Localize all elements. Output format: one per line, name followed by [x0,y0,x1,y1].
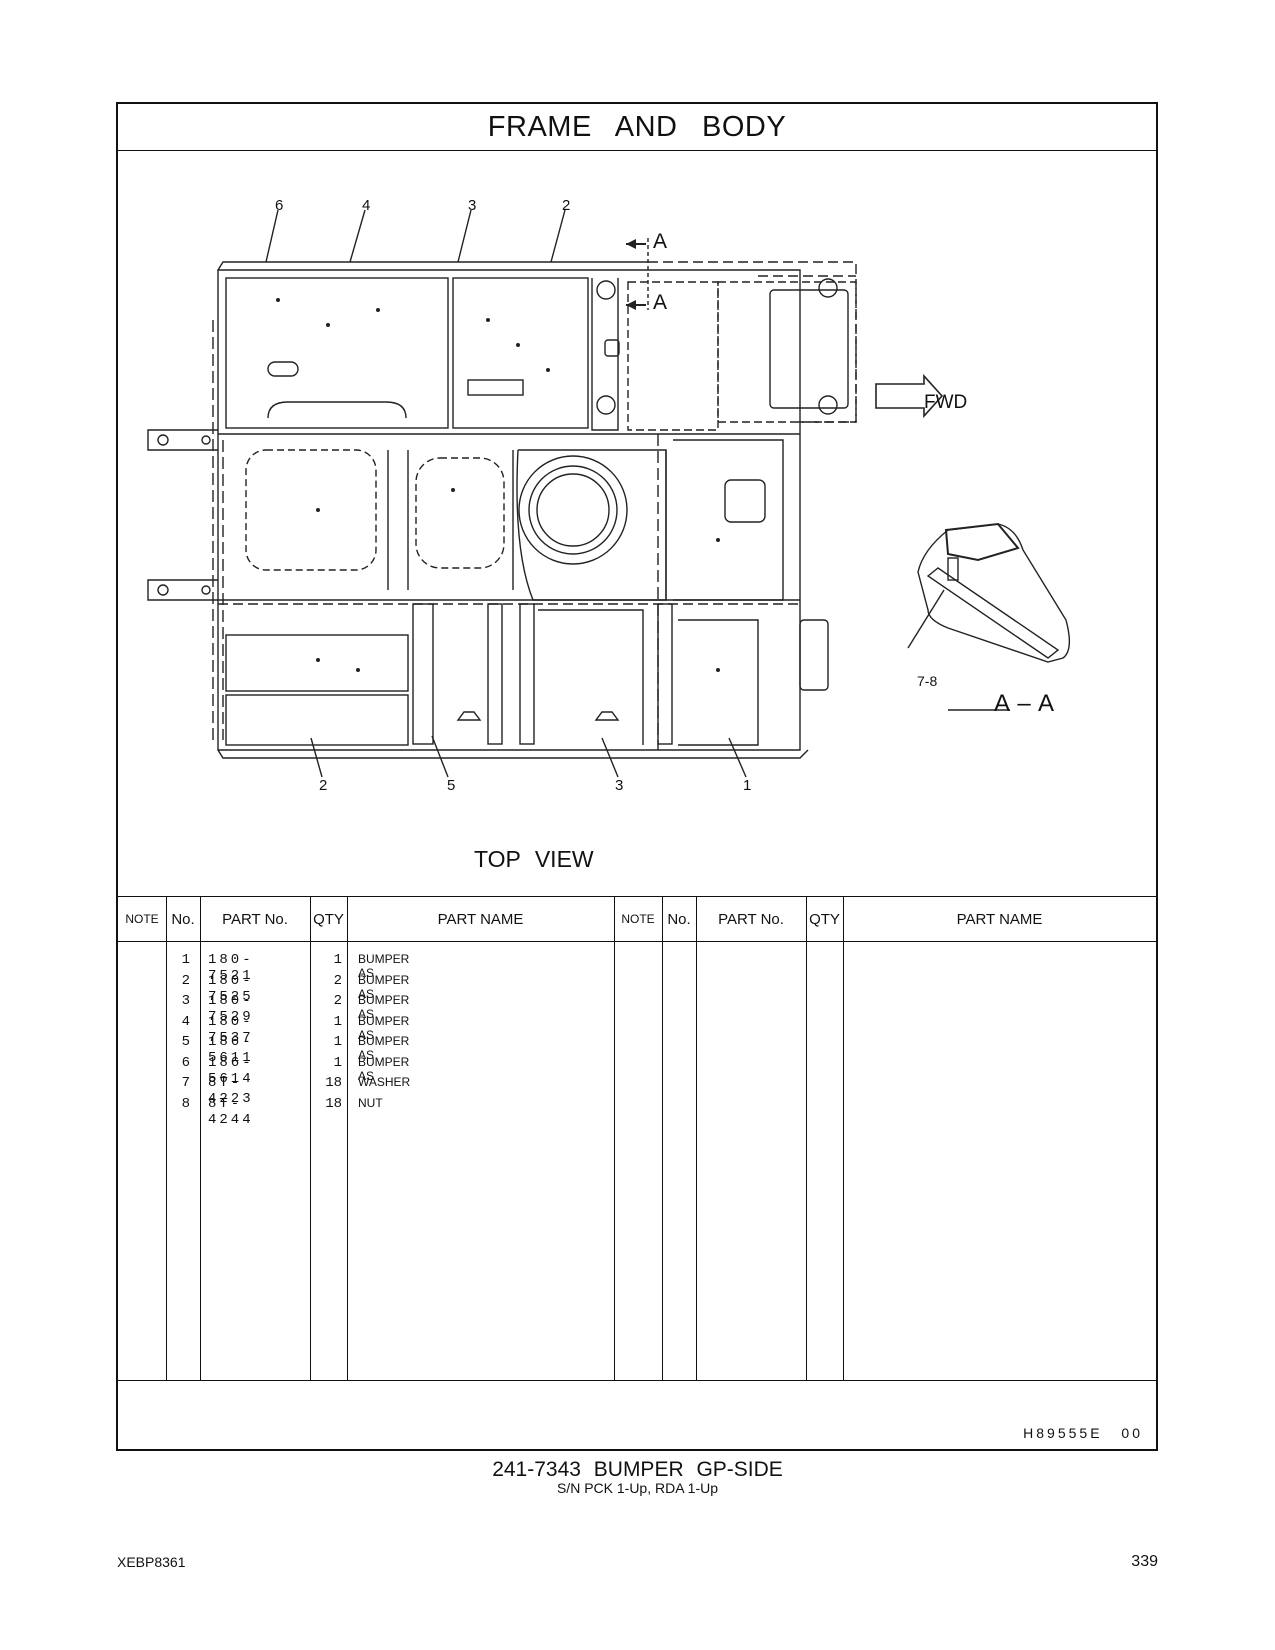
row-qty: 2 [333,993,342,1009]
col-divider [200,897,201,1381]
row-part-no: 180-7525 [208,972,254,1005]
table-header [118,897,1156,942]
col-divider [806,897,807,1381]
row-part-no: 180-7521 [208,952,254,984]
header-part-no: PART No. [222,910,288,928]
col-divider [310,897,311,1381]
header-note-right: NOTE [621,912,655,926]
callout-bottom-2: 5 [447,777,456,794]
doc-id: XEBP8361 [117,1554,186,1570]
fwd-label: FWD [924,392,968,413]
header-qty-right: QTY [809,910,840,928]
row-no: 4 [181,1013,190,1030]
col-divider [166,897,167,1381]
header-qty: QTY [313,910,344,928]
row-part-name: BUMPER AS [358,1013,410,1042]
callout-bottom-3: 3 [615,777,624,794]
row-part-name: NUT [358,1095,383,1110]
row-no: 3 [181,993,190,1009]
row-no: 2 [181,972,190,989]
page-frame: FRAME AND BODY [116,102,1158,1451]
page-number: 339 [1131,1553,1158,1570]
row-no: 7 [181,1075,190,1091]
row-part-no: 8T-4223 [208,1075,254,1107]
row-no: 1 [181,952,190,968]
callout-top-3: 3 [468,197,477,214]
row-part-no: 186-5611 [208,1034,254,1066]
drawing-code: H89555E 00 [1023,1425,1143,1441]
callout-top-1: 6 [275,197,284,214]
view-label: TOP VIEW [474,846,594,872]
row-part-name: BUMPER AS [358,972,410,1001]
row-no: 5 [181,1034,190,1050]
parts-drawing: 6 4 3 2 2 5 3 1 A A FWD TOP VIEW 7-8 A –… [118,150,1156,896]
callout-bottom-1: 2 [319,777,328,794]
row-qty: 18 [325,1075,342,1091]
group-caption: 241-7343 BUMPER GP-SIDE [492,1458,783,1481]
col-divider-center [614,897,615,1381]
row-qty: 18 [325,1095,342,1112]
section-marker-upper: A [653,230,668,253]
parts-table: NOTE No. PART No. QTY PART NAME NOTE No.… [118,896,1156,1381]
section-marker-lower: A [653,291,668,314]
section-label: A – A [994,690,1055,717]
row-no: 6 [181,1054,190,1071]
frame-top-view-illustration [147,209,1071,778]
header-no-right: No. [667,910,691,928]
callout-top-4: 2 [562,197,571,214]
row-no: 8 [181,1095,190,1112]
row-part-no: 180-7529 [208,993,254,1025]
serial-caption: S/N PCK 1-Up, RDA 1-Up [556,1480,719,1496]
page-title: FRAME AND BODY [118,104,1156,151]
row-qty: 1 [333,952,342,968]
row-qty: 1 [333,1054,342,1071]
row-part-no: 186-5614 [208,1054,254,1087]
header-note: NOTE [125,912,159,926]
row-part-name: BUMPER AS [358,952,410,980]
row-part-name: WASHER [358,1075,411,1089]
col-divider [347,897,348,1381]
row-part-no: 180-7537 [208,1013,254,1046]
header-no: No. [171,910,195,928]
col-divider [696,897,697,1381]
row-part-name: BUMPER AS [358,993,410,1021]
row-part-name: BUMPER AS [358,1034,410,1062]
header-part-name-right: PART NAME [956,910,1043,928]
row-qty: 2 [333,972,342,989]
callout-top-2: 4 [362,197,371,214]
header-part-name: PART NAME [437,910,524,928]
col-divider [662,897,663,1381]
row-part-no: 8T-4244 [208,1095,254,1128]
drawing-footer: H89555E 00 [118,1380,1156,1452]
callout-bottom-4: 1 [743,777,752,794]
row-part-name: BUMPER AS [358,1054,410,1083]
row-qty: 1 [333,1013,342,1030]
header-part-no-right: PART No. [718,910,784,928]
row-qty: 1 [333,1034,342,1050]
col-divider [843,897,844,1381]
section-callout: 7-8 [917,673,938,689]
